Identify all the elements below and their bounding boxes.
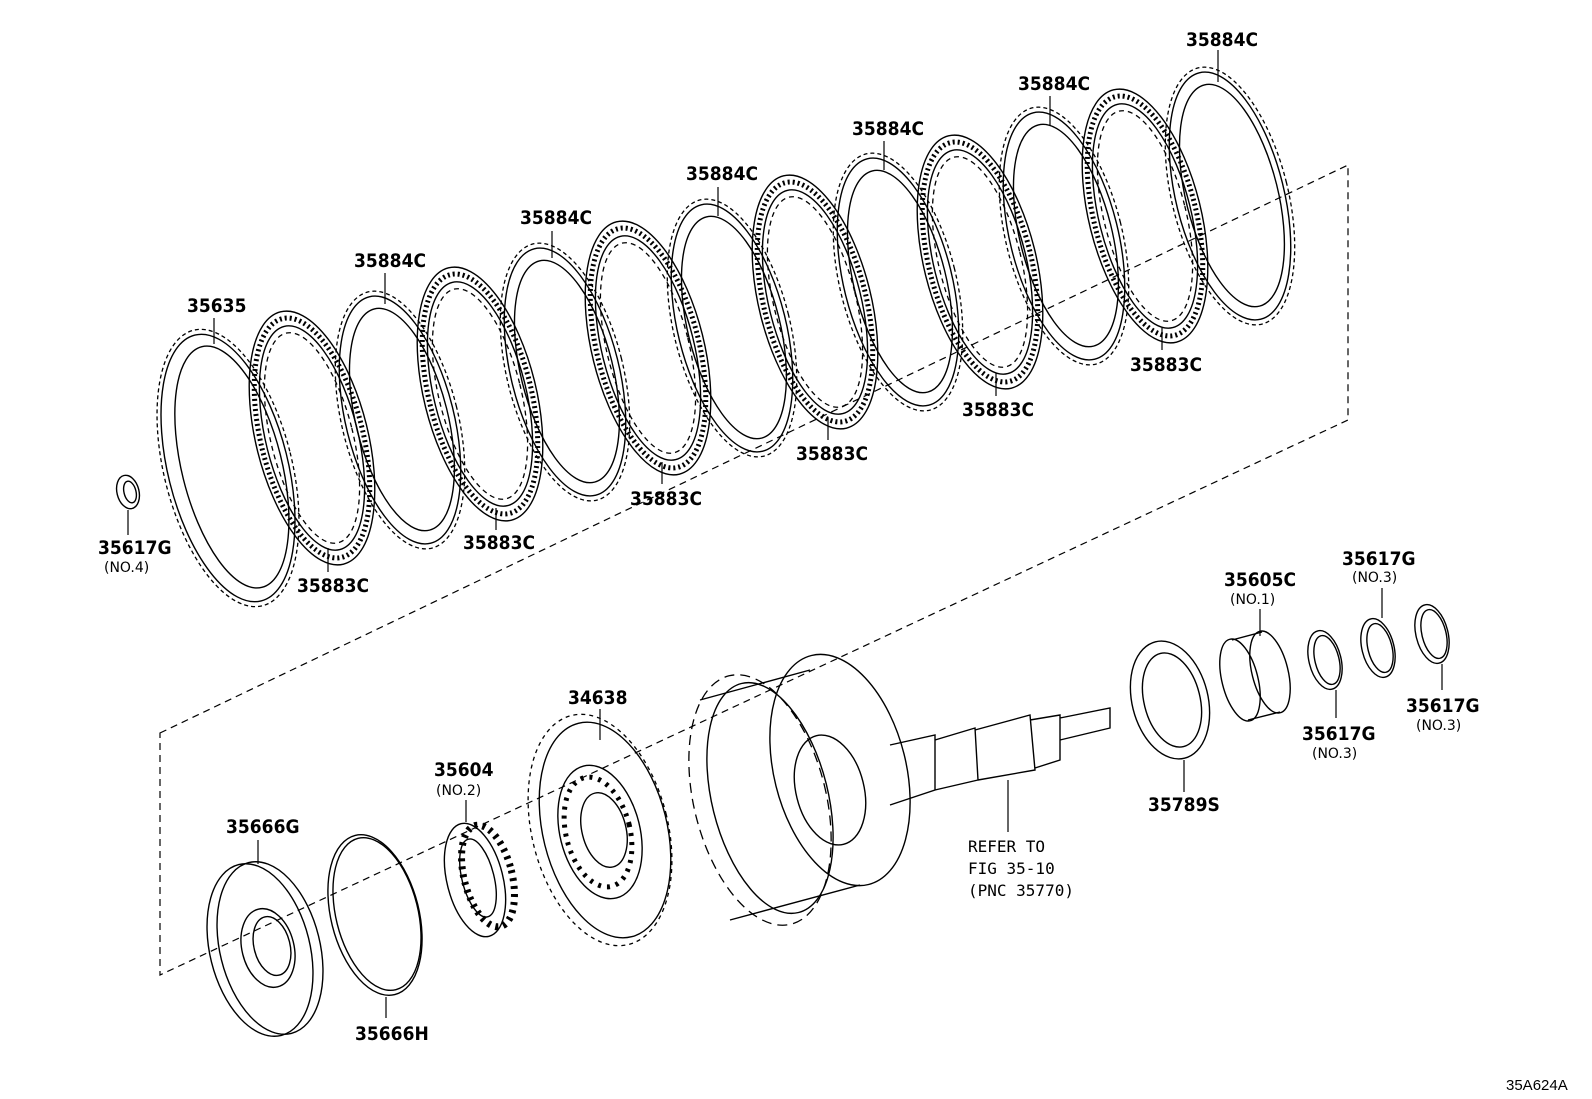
friction-disc [1059, 76, 1231, 355]
callout-34638: 34638 [568, 687, 627, 709]
callout-35884c-4: 35884C [852, 118, 924, 140]
callout-35617g-no3-b: 35617G [1302, 723, 1376, 745]
callout-35884c-1: 35884C [354, 250, 426, 272]
leader-lines [127, 50, 1443, 1018]
callout-35883c-6: 35883C [1130, 354, 1202, 376]
callout-35666g: 35666G [226, 816, 300, 838]
friction-disc [562, 208, 734, 487]
ring-35617g-no4 [115, 474, 141, 510]
piston-34638 [527, 713, 673, 947]
callout-35617g-no3-a-sub: (NO.3) [1352, 570, 1397, 586]
callout-35883c-2: 35883C [463, 532, 535, 554]
callout-35617g-no3-a: 35617G [1342, 548, 1416, 570]
callout-35883c-3: 35883C [630, 488, 702, 510]
diagram-code: 35A624A [1506, 1077, 1568, 1094]
callout-35884c-2: 35884C [520, 207, 592, 229]
friction-disc [226, 298, 398, 577]
ring-35617g-no3-a [1307, 629, 1343, 691]
separator-plate [476, 229, 654, 515]
callout-35883c-1: 35883C [297, 575, 369, 597]
callout-35884c-3: 35884C [686, 163, 758, 185]
callout-35789s: 35789S [1148, 794, 1220, 816]
separator-plate [643, 185, 821, 471]
alignment-box-dashed [159, 164, 1349, 976]
callout-35635: 35635 [187, 295, 246, 317]
callout-35617g-no3-b-sub: (NO.3) [1312, 746, 1357, 762]
callout-35884c-6: 35884C [1186, 29, 1258, 51]
callout-35604-sub: (NO.2) [436, 783, 481, 799]
reference-note-line3: (PNC 35770) [968, 881, 1074, 900]
spring-retainer-35604 [443, 821, 518, 938]
friction-disc [394, 254, 566, 533]
separator-plate [311, 277, 489, 563]
thrust-washer-35789s [1129, 640, 1211, 760]
callout-35617g-no4-sub: (NO.4) [104, 560, 149, 576]
callout-35617g-no4: 35617G [98, 537, 172, 559]
callout-35617g-no3-c-sub: (NO.3) [1416, 718, 1461, 734]
reference-note-line1: REFER TO [968, 837, 1045, 856]
clutch-pack [156, 53, 1319, 608]
callout-35883c-5: 35883C [962, 399, 1034, 421]
callout-35883c-4: 35883C [796, 443, 868, 465]
clutch-drum [688, 653, 1111, 926]
separator-plate [1141, 53, 1319, 339]
separator-plate [975, 93, 1153, 379]
friction-disc [729, 162, 901, 441]
friction-disc [894, 122, 1066, 401]
bearing-35605c [1219, 630, 1291, 722]
callout-35617g-no3-c: 35617G [1406, 695, 1480, 717]
separator-plate [809, 139, 987, 425]
callout-35605c-sub: (NO.1) [1230, 592, 1275, 608]
callout-35884c-5: 35884C [1018, 73, 1090, 95]
ring-35617g-no3-c [1414, 603, 1450, 665]
callout-35605c: 35605C [1224, 569, 1296, 591]
ring-35617g-no3-b [1360, 617, 1396, 679]
callout-35604: 35604 [434, 759, 494, 781]
plate-35635 [156, 328, 300, 608]
piston-35666g [206, 861, 324, 1037]
reference-note-line2: FIG 35-10 [968, 859, 1055, 878]
callout-35666h: 35666H [355, 1023, 429, 1045]
o-ring-35666h [327, 834, 423, 996]
